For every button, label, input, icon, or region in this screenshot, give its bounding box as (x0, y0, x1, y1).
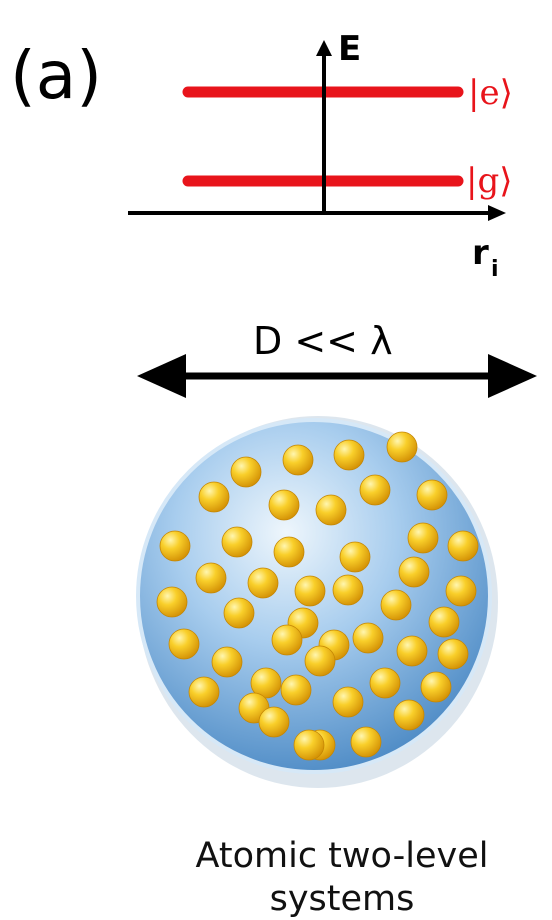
atom (359, 474, 391, 506)
atoms-group (156, 431, 479, 761)
atom (221, 526, 253, 558)
position-axis-label: r (472, 233, 489, 273)
atom (280, 674, 312, 706)
atom (416, 479, 448, 511)
atom (428, 606, 460, 638)
position-axis-arrowhead (488, 205, 506, 221)
atom (250, 667, 282, 699)
ground-state-label: |g⟩ (466, 161, 512, 201)
atom (407, 522, 439, 554)
atom (159, 530, 191, 562)
atom (332, 686, 364, 718)
atom (271, 624, 303, 656)
energy-axis-arrowhead (316, 40, 332, 56)
atom (445, 575, 477, 607)
caption-line-2: systems (270, 879, 415, 919)
atom (420, 671, 452, 703)
panel-label: (a) (10, 37, 102, 114)
atom (258, 706, 290, 738)
atom (352, 622, 384, 654)
atom (398, 556, 430, 588)
atom (293, 729, 325, 761)
atom (437, 638, 469, 670)
atom (447, 530, 479, 562)
atom (230, 456, 262, 488)
atom (350, 726, 382, 758)
energy-axis-label: E (338, 29, 361, 69)
atom (268, 489, 300, 521)
atom (315, 494, 347, 526)
atom (369, 667, 401, 699)
atom (168, 628, 200, 660)
atom (247, 567, 279, 599)
atom (339, 541, 371, 573)
caption-line-1: Atomic two-level (196, 836, 489, 876)
dimension-arrow-right-head (488, 354, 537, 398)
atom (156, 586, 188, 618)
atom (195, 562, 227, 594)
atom (304, 645, 336, 677)
dimension-arrow-left-head (137, 354, 186, 398)
atom (393, 699, 425, 731)
excited-state-label: |e⟩ (468, 73, 513, 113)
atom (282, 444, 314, 476)
atomic-cloud (136, 416, 498, 788)
position-axis-subscript: i (491, 257, 499, 282)
atom (294, 575, 326, 607)
atom (211, 646, 243, 678)
atom (198, 481, 230, 513)
atom (333, 439, 365, 471)
atom (273, 536, 305, 568)
atom (188, 676, 220, 708)
atom (380, 589, 412, 621)
size-dimension-arrow: D << λ (137, 319, 537, 398)
energy-level-diagram: E r i |e⟩ |g⟩ (128, 29, 513, 282)
atom (223, 597, 255, 629)
atom (332, 574, 364, 606)
atom (386, 431, 418, 463)
atom (396, 635, 428, 667)
size-relation-label: D << λ (253, 319, 393, 363)
